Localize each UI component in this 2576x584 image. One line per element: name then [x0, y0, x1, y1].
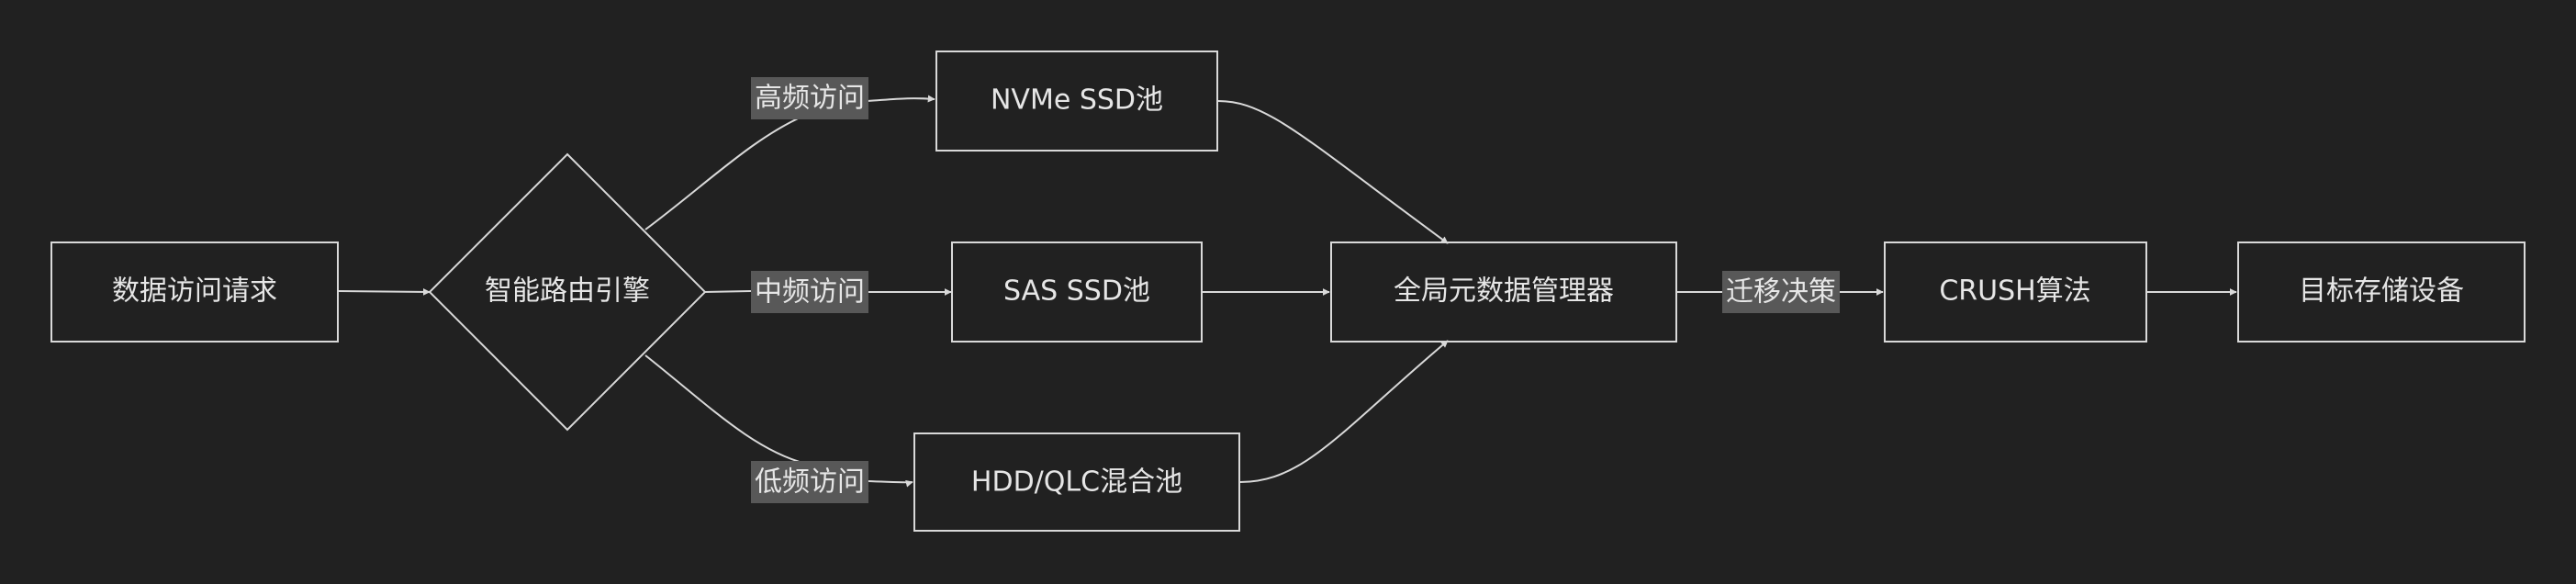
node-router[interactable]: 智能路由引擎	[428, 152, 707, 432]
edge-nvme-to-metadata	[1217, 100, 1449, 244]
node-hdd-label: HDD/QLC混合池	[971, 466, 1182, 499]
edges	[337, 95, 2237, 488]
edge-label-migration-text: 迁移决策	[1726, 276, 1836, 309]
node-nvme-label: NVMe SSD池	[991, 84, 1163, 117]
node-metadata-label: 全局元数据管理器	[1394, 275, 1614, 308]
edge-high-label-to-nvme	[867, 95, 935, 103]
edge-router-to-low-label	[644, 354, 807, 465]
edge-router-to-medium-label	[703, 290, 752, 293]
node-crush-label: CRUSH算法	[1939, 275, 2090, 308]
edge-labels: 高频访问 中频访问 低频访问 迁移决策	[751, 77, 1840, 503]
edge-label-high: 高频访问	[751, 77, 868, 119]
edge-label-medium-text: 中频访问	[755, 276, 865, 309]
edge-label-medium: 中频访问	[751, 271, 868, 313]
edge-label-migration: 迁移决策	[1722, 271, 1840, 313]
edge-router-to-high-label	[644, 114, 807, 230]
edge-label-low: 低频访问	[751, 461, 868, 503]
node-crush[interactable]: CRUSH算法	[1884, 241, 2147, 343]
node-target-label: 目标存储设备	[2299, 275, 2464, 308]
edge-hdd-to-metadata	[1239, 340, 1449, 483]
nodes: 数据访问请求 智能路由引擎 NVMe SSD池 SAS SSD池 HDD/QLC…	[50, 51, 2526, 532]
node-request-label: 数据访问请求	[112, 275, 277, 308]
node-nvme[interactable]: NVMe SSD池	[935, 51, 1218, 152]
node-request[interactable]: 数据访问请求	[50, 241, 339, 343]
node-router-label: 智能路由引擎	[485, 275, 650, 308]
node-sas-label: SAS SSD池	[1003, 275, 1150, 308]
edge-low-label-to-hdd	[867, 479, 913, 488]
edge-request-to-router	[337, 287, 431, 296]
edge-label-low-text: 低频访问	[755, 466, 865, 499]
node-target[interactable]: 目标存储设备	[2237, 241, 2526, 343]
node-sas[interactable]: SAS SSD池	[951, 241, 1203, 343]
edge-label-high-text: 高频访问	[755, 83, 865, 115]
node-hdd[interactable]: HDD/QLC混合池	[913, 432, 1240, 532]
node-metadata[interactable]: 全局元数据管理器	[1330, 241, 1677, 343]
